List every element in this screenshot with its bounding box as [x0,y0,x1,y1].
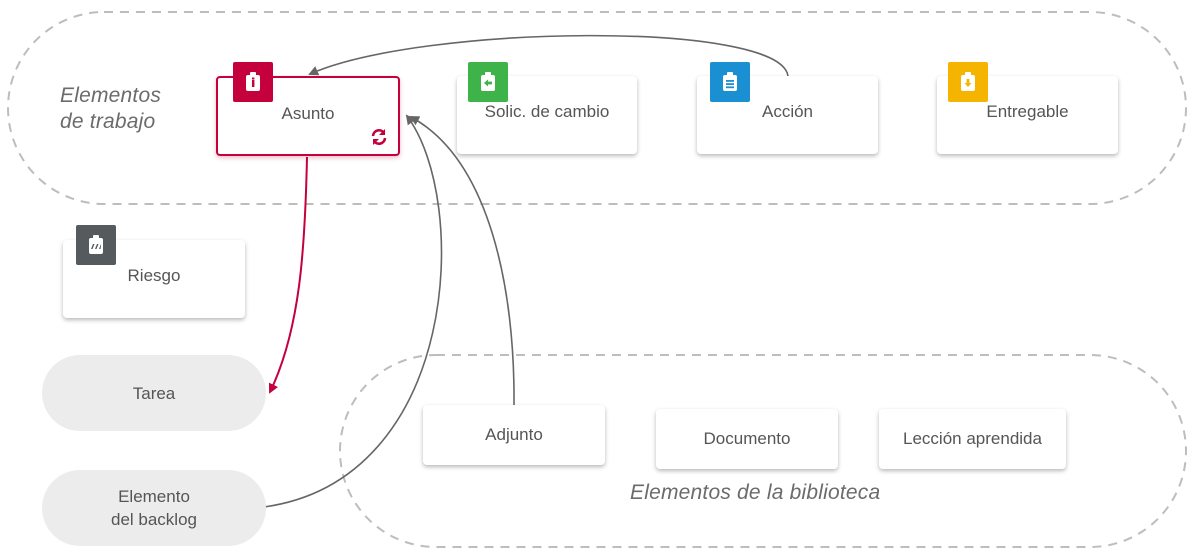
card-label: Documento [703,429,791,448]
deliverable-icon [948,62,988,102]
library-group-label: Elementos de la biblioteca [630,481,881,504]
card-label: Lección aprendida [903,429,1042,448]
pill-label: Elemento del backlog [110,487,197,529]
sync-icon [371,129,387,145]
card-label: Asunto [281,104,335,123]
library-card-adjunto[interactable]: Adjunto [423,405,605,465]
work-items-group-outline [7,11,1187,205]
work-item-card-riesgo[interactable]: Riesgo [63,240,245,318]
library-group-outline [339,354,1187,548]
card-label: Entregable [986,102,1069,121]
action-icon [710,62,750,102]
card-label: Adjunto [485,425,543,444]
work-items-group-label: Elementos de trabajo [60,84,162,133]
card-label: Solic. de cambio [484,102,610,121]
pill-label: Tarea [132,383,176,403]
card-label: Riesgo [127,266,181,285]
connector-asunto-to-tarea [268,156,308,394]
risk-icon [76,225,116,265]
issue-icon [233,62,273,102]
pill-elemento-backlog[interactable]: Elemento del backlog [42,470,266,546]
library-card-leccion-aprendida[interactable]: Lección aprendida [879,409,1066,469]
connector-backlog-to-asunto [263,114,443,508]
card-label: Acción [761,102,814,121]
connector-accion-to-asunto [308,34,789,77]
work-item-card-change-request[interactable]: Solic. de cambio [457,76,637,154]
connector-adjunto-to-asunto [409,116,515,406]
library-card-documento[interactable]: Documento [656,409,838,469]
change-request-icon [468,62,508,102]
pill-tarea[interactable]: Tarea [42,355,266,431]
